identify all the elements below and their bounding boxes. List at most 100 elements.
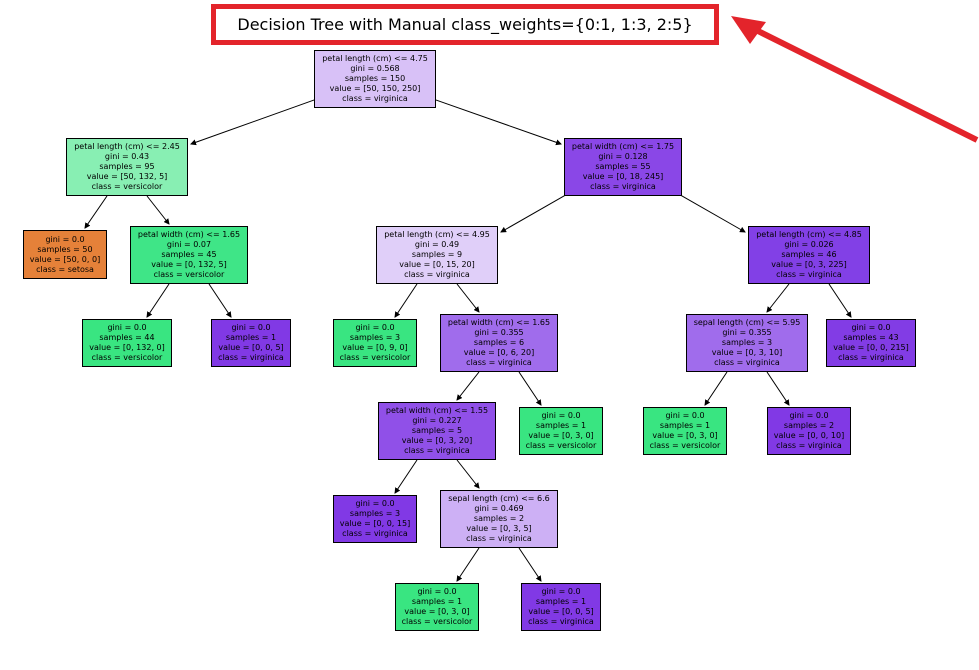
node-text-line: class = virginica	[342, 94, 408, 103]
tree-edge	[766, 283, 790, 313]
node-text-line: value = [0, 132, 5]	[151, 260, 227, 269]
node-text-line: petal width (cm) <= 1.55	[385, 406, 489, 415]
node-text-line: value = [0, 3, 10]	[711, 348, 783, 357]
node-text-line: petal width (cm) <= 1.65	[447, 318, 551, 327]
tree-edge	[433, 98, 562, 146]
tree-edge	[190, 98, 317, 146]
node-text-line: samples = 55	[595, 162, 651, 171]
node-text-line: gini = 0.0	[107, 323, 147, 332]
tree-edge	[456, 547, 480, 582]
node-text-line: value = [0, 15, 20]	[399, 260, 475, 269]
node-text-line: samples = 1	[535, 421, 587, 430]
node-text-line: gini = 0.355	[474, 328, 524, 337]
tree-edge	[146, 283, 170, 318]
node-text-line: value = [0, 9, 0]	[342, 343, 408, 352]
node-text-line: samples = 1	[535, 597, 587, 606]
node-text-line: petal width (cm) <= 1.65	[137, 230, 241, 239]
tree-edge	[394, 459, 418, 494]
node-text-line: gini = 0.0	[851, 323, 891, 332]
tree-edge	[208, 283, 232, 318]
node-text-line: class = virginica	[466, 534, 532, 543]
node-text-line: gini = 0.128	[598, 152, 648, 161]
node-text-line: value = [0, 3, 0]	[528, 431, 594, 440]
node-text-line: samples = 6	[473, 338, 525, 347]
node-text-line: value = [0, 3, 225]	[771, 260, 847, 269]
node-text-line: gini = 0.0	[789, 411, 829, 420]
node-text-line: class = virginica	[404, 446, 470, 455]
node-text-line: class = virginica	[466, 358, 532, 367]
node-text-line: class = versicolor	[153, 270, 225, 279]
node-text-line: samples = 1	[225, 333, 277, 342]
node-text-line: gini = 0.0	[541, 587, 581, 596]
tree-edge	[456, 371, 480, 401]
node-text-line: petal length (cm) <= 4.75	[322, 54, 428, 63]
node-text-line: class = virginica	[590, 182, 656, 191]
node-text-line: samples = 45	[161, 250, 217, 259]
node-text-line: petal length (cm) <= 2.45	[74, 142, 180, 151]
node-text-line: gini = 0.43	[104, 152, 150, 161]
node-text-line: class = virginica	[714, 358, 780, 367]
chart-title: Decision Tree with Manual class_weights=…	[237, 15, 693, 34]
node-text-line: samples = 9	[411, 250, 463, 259]
node-text-line: petal length (cm) <= 4.95	[384, 230, 490, 239]
node-text-line: samples = 2	[473, 514, 525, 523]
node-text-line: gini = 0.49	[414, 240, 460, 249]
node-text-line: class = virginica	[404, 270, 470, 279]
tree-edge	[456, 283, 480, 313]
node-text-line: value = [0, 6, 20]	[463, 348, 535, 357]
tree-edge	[766, 371, 790, 406]
node-text-line: value = [50, 0, 0]	[29, 254, 101, 264]
node-text-line: value = [0, 132, 0]	[89, 343, 165, 352]
node-text-line: gini = 0.0	[665, 411, 705, 420]
node-text-line: class = virginica	[218, 353, 284, 362]
node-text-line: value = [0, 3, 0]	[652, 431, 718, 440]
node-text-line: samples = 3	[349, 509, 401, 518]
tree-edge	[84, 195, 108, 229]
tree-edge	[456, 459, 480, 489]
tree-edge	[518, 371, 542, 406]
node-text-line: gini = 0.568	[350, 64, 400, 73]
node-text-line: gini = 0.0	[541, 411, 581, 420]
node-text-line: gini = 0.0	[355, 323, 395, 332]
node-text-line: class = versicolor	[91, 353, 163, 362]
tree-edge	[679, 194, 746, 233]
tree-edge	[146, 195, 170, 225]
node-text-line: samples = 1	[411, 597, 463, 606]
node-text-line: samples = 3	[349, 333, 401, 342]
node-text-line: class = versicolor	[649, 441, 721, 450]
tree-edge	[828, 283, 852, 318]
node-text-line: gini = 0.469	[474, 504, 524, 513]
node-text-line: samples = 50	[37, 244, 93, 254]
node-text-line: samples = 2	[783, 421, 835, 430]
node-text-line: petal width (cm) <= 1.75	[571, 142, 675, 151]
node-text-line: value = [50, 132, 5]	[86, 172, 168, 181]
node-text-line: value = [50, 150, 250]	[329, 84, 421, 93]
node-text-line: samples = 46	[781, 250, 837, 259]
node-text-line: class = virginica	[342, 529, 408, 538]
node-text-line: class = virginica	[776, 270, 842, 279]
node-text-line: samples = 150	[344, 74, 406, 83]
tree-edge	[518, 547, 542, 582]
node-text-line: class = versicolor	[339, 353, 411, 362]
node-text-line: class = virginica	[776, 441, 842, 450]
node-text-line: value = [0, 0, 5]	[218, 343, 284, 352]
node-text-line: samples = 95	[99, 162, 155, 171]
